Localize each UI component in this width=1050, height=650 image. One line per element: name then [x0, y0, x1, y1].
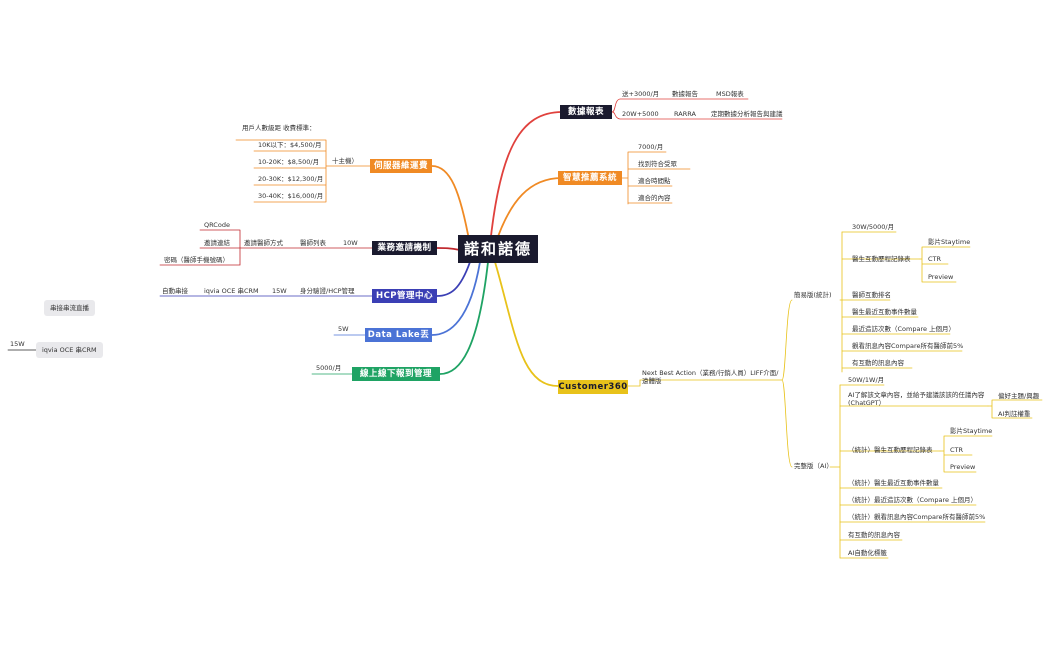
server-ops-header[interactable]: 用戶人數級距 收費標準：: [242, 124, 316, 132]
invite-doctor-list[interactable]: 醫師列表: [300, 239, 326, 247]
server-ops-tier-4[interactable]: 30-40K：$16,000/月: [258, 192, 324, 200]
data-report-r2-a[interactable]: 20W+5000: [622, 110, 659, 118]
invite-link[interactable]: 邀請連結: [204, 239, 230, 247]
data-report-r2-c[interactable]: 定期數據分析報告與建議: [711, 110, 783, 118]
c360-full-item-1[interactable]: （統計）醫生最近互動事件數量: [848, 479, 939, 487]
c360-full-record-3[interactable]: Preview: [950, 463, 976, 471]
online-offline-price[interactable]: 5000/月: [316, 364, 342, 372]
hcp-price[interactable]: 15W: [272, 287, 287, 295]
hcp-sync[interactable]: 自動串接: [162, 287, 188, 295]
invite-method[interactable]: 邀請醫師方式: [244, 239, 283, 247]
server-ops-tier-2[interactable]: 10-20K：$8,500/月: [258, 158, 320, 166]
c360-full-price[interactable]: 50W/1W/月: [848, 376, 885, 384]
c360-full-label[interactable]: 完整版（AI）: [794, 462, 833, 470]
invite-qrcode[interactable]: QRCode: [204, 221, 230, 229]
invite-price[interactable]: 10W: [343, 239, 358, 247]
central-topic[interactable]: 諾和諾德: [458, 235, 538, 263]
c360-simple-item-5[interactable]: 有互動的訊息內容: [852, 359, 904, 367]
c360-simple-price[interactable]: 30W/5000/月: [852, 223, 895, 231]
c360-simple-item-4[interactable]: 觀看訊息內容Compare所有醫師前5%: [852, 342, 964, 350]
c360-full-item-5[interactable]: AI自動化標籤: [848, 549, 887, 557]
topic-hcp-center[interactable]: HCP管理中心: [372, 289, 437, 303]
server-ops-note[interactable]: 十主機）: [332, 157, 358, 165]
topic-datalake[interactable]: Data Lake丟回: [365, 328, 432, 354]
topic-customer360[interactable]: Customer360: [558, 380, 628, 394]
c360-full-ai[interactable]: AI了解該文章內容，並給予建議該該的任議內容 (ChatGPT）: [848, 391, 985, 407]
server-ops-tier-1[interactable]: 10K以下：$4,500/月: [258, 141, 322, 149]
c360-nba[interactable]: Next Best Action（業務/行銷人員）LIFF介面/ 遠體版: [642, 369, 779, 385]
smart-push-item-1[interactable]: 找到符合受眾: [638, 160, 677, 168]
topic-server-ops[interactable]: 伺服器維運費: [370, 159, 432, 173]
data-report-r1-b[interactable]: 數據報告: [672, 90, 698, 98]
datalake-price[interactable]: 5W: [338, 325, 349, 333]
floating-crm-price[interactable]: 15W: [10, 340, 25, 348]
topic-business-invite[interactable]: 業務邀請機制: [372, 241, 437, 255]
topic-smart-push[interactable]: 智慧推薦系統: [558, 171, 622, 185]
c360-simple-item-2[interactable]: 醫生最近互動事件數量: [852, 308, 917, 316]
c360-full-item-3[interactable]: （統計）觀看訊息內容Compare所有醫師前5%: [848, 513, 986, 521]
c360-simple-record-2[interactable]: CTR: [928, 255, 942, 263]
c360-full-record[interactable]: （統計）醫生互動歷程記錄表: [848, 446, 933, 454]
c360-simple-record-3[interactable]: Preview: [928, 273, 954, 281]
server-ops-tier-3[interactable]: 20-30K：$12,300/月: [258, 175, 324, 183]
smart-push-item-2[interactable]: 適合時間點: [638, 177, 671, 185]
topic-data-report[interactable]: 數據報表: [560, 105, 612, 119]
c360-full-record-2[interactable]: CTR: [950, 446, 964, 454]
c360-full-item-4[interactable]: 有互動的訊息內容: [848, 531, 900, 539]
hcp-crm[interactable]: iqvia OCE 串CRM: [204, 287, 259, 295]
topic-online-offline[interactable]: 線上線下報到管理: [352, 367, 440, 381]
invite-code[interactable]: 密碼（醫師手機號碼）: [164, 256, 229, 264]
c360-simple-record-1[interactable]: 影片Staytime: [928, 238, 971, 246]
c360-simple-item-3[interactable]: 最近造訪次數（Compare 上個月）: [852, 325, 956, 333]
hcp-sub[interactable]: 身分驗證/HCP管理: [300, 287, 355, 295]
c360-full-record-1[interactable]: 影片Staytime: [950, 427, 993, 435]
c360-simple-label[interactable]: 簡易版(統計): [794, 291, 832, 299]
data-report-r2-b[interactable]: RARRA: [674, 110, 696, 118]
smart-push-item-3[interactable]: 適合的內容: [638, 194, 671, 202]
c360-simple-record[interactable]: 醫生互動歷程記錄表: [852, 255, 911, 263]
data-report-r1-a[interactable]: 送+3000/月: [622, 90, 660, 98]
c360-full-ai-item-2[interactable]: AI判註權重: [998, 410, 1031, 418]
c360-full-ai-item-1[interactable]: 偏好主題/興趣: [998, 392, 1040, 400]
floating-streaming[interactable]: 串接串流直播: [44, 300, 95, 316]
data-report-r1-c[interactable]: MSD報表: [716, 90, 744, 98]
floating-crm[interactable]: iqvia OCE 串CRM: [36, 342, 103, 358]
smart-push-price[interactable]: 7000/月: [638, 143, 664, 151]
c360-full-item-2[interactable]: （統計）最近造訪次數（Compare 上個月）: [848, 496, 978, 504]
c360-simple-item-1[interactable]: 醫師互動排名: [852, 291, 891, 299]
